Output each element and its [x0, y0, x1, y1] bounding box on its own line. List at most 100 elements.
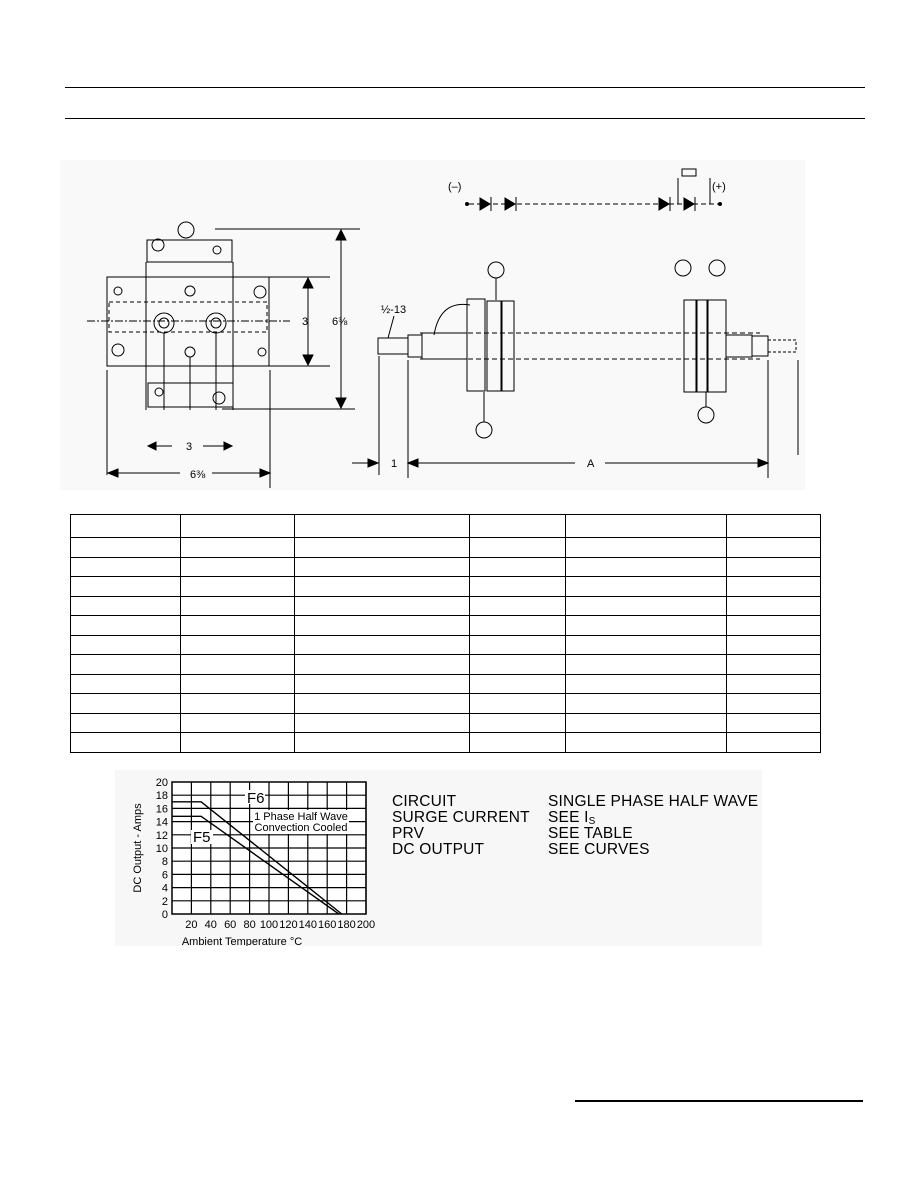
- x-tick-label: 200: [357, 919, 375, 931]
- spec-value: SEE IS: [548, 810, 596, 830]
- table-cell: [293, 537, 471, 558]
- table-cell: [179, 556, 295, 577]
- table-cell: [725, 576, 822, 597]
- y-tick-label: 2: [162, 896, 168, 908]
- header-rule-bottom: [65, 118, 865, 119]
- front-height-outer-dim: 6⅜: [332, 316, 348, 328]
- table-row: [70, 712, 822, 733]
- table-cell: [179, 514, 295, 538]
- table-cell: [565, 576, 727, 597]
- table-cell: [565, 732, 727, 753]
- diode-schematic: (–) (+): [448, 168, 726, 211]
- y-tick-label: 6: [162, 869, 168, 881]
- table-cell: [725, 712, 822, 733]
- table-cell: [725, 595, 822, 616]
- table-cell: [293, 732, 471, 753]
- table-cell: [70, 537, 181, 558]
- table-cell: [469, 514, 567, 538]
- table-cell: [725, 673, 822, 694]
- table-cell: [725, 634, 822, 655]
- table-row: [70, 595, 822, 616]
- length-dim-label: A: [587, 458, 595, 470]
- front-width-inner-dim: 3: [186, 441, 192, 453]
- table-cell: [469, 712, 567, 733]
- series-label-bg: [245, 790, 265, 804]
- table-cell: [293, 576, 471, 597]
- x-tick-label: 60: [224, 919, 236, 931]
- table-row: [70, 576, 822, 597]
- table-row: [70, 732, 822, 753]
- table-row: [70, 673, 822, 694]
- table-cell: [293, 693, 471, 714]
- y-tick-label: 20: [156, 777, 168, 789]
- spec-value-text: SEE CURVES: [548, 841, 650, 858]
- table-cell: [293, 615, 471, 636]
- spec-label: SURGE CURRENT: [392, 809, 530, 826]
- x-tick-label: 100: [260, 919, 278, 931]
- spec-value: SINGLE PHASE HALF WAVE: [548, 794, 758, 810]
- table-cell: [70, 615, 181, 636]
- y-tick-label: 4: [162, 883, 168, 895]
- table-cell: [293, 712, 471, 733]
- front-width-outer-dim: 6⅜: [190, 469, 206, 481]
- header-rule-top: [65, 87, 865, 88]
- series-line-f5: [172, 815, 340, 915]
- y-tick-label: 14: [156, 817, 168, 829]
- table-row: [70, 654, 822, 675]
- x-tick-label: 180: [337, 919, 355, 931]
- table-cell: [293, 654, 471, 675]
- table-cell: [565, 693, 727, 714]
- series-line-f6: [172, 801, 343, 915]
- x-tick-label: 120: [279, 919, 297, 931]
- table-cell: [565, 556, 727, 577]
- table-row: [70, 556, 822, 577]
- table-cell: [293, 595, 471, 616]
- x-tick-label: 80: [243, 919, 255, 931]
- y-tick-label: 10: [156, 843, 168, 855]
- table-cell: [469, 576, 567, 597]
- table-cell: [70, 634, 181, 655]
- table-cell: [565, 634, 727, 655]
- front-view: 3 6⅜ 3 6⅜: [87, 221, 360, 488]
- table-cell: [70, 673, 181, 694]
- table-row: [70, 693, 822, 714]
- spec-value-subscript: S: [588, 816, 596, 827]
- spec-value-text: SEE I: [548, 809, 589, 826]
- series-label-f5: F5: [193, 829, 211, 846]
- table-cell: [70, 595, 181, 616]
- table-cell: [179, 712, 295, 733]
- table-cell: [293, 673, 471, 694]
- table-cell: [179, 673, 295, 694]
- table-cell: [179, 693, 295, 714]
- table-cell: [469, 732, 567, 753]
- series-label-bg: [191, 830, 213, 844]
- table-cell: [725, 693, 822, 714]
- table-cell: [293, 514, 471, 538]
- table-cell: [179, 576, 295, 597]
- table-cell: [179, 615, 295, 636]
- spec-value: SEE TABLE: [548, 826, 633, 842]
- table-cell: [70, 712, 181, 733]
- x-tick-label: 20: [185, 919, 197, 931]
- y-tick-label: 18: [156, 790, 168, 802]
- table-row: [70, 514, 822, 538]
- table-row: [70, 634, 822, 655]
- annotation-background: [253, 810, 349, 834]
- side-view: ½-13 1 A: [352, 259, 799, 478]
- x-tick-label: 140: [299, 919, 317, 931]
- table-cell: [293, 634, 471, 655]
- spec-value-text: SEE TABLE: [548, 825, 633, 842]
- footer-rule: [575, 1100, 863, 1102]
- x-axis-label: Ambient Temperature °C: [182, 936, 302, 946]
- spec-value-text: SINGLE PHASE HALF WAVE: [548, 793, 759, 810]
- table-cell: [179, 595, 295, 616]
- thread-size-label: ½-13: [381, 304, 406, 316]
- negative-terminal-label: (–): [448, 181, 461, 193]
- table-cell: [565, 615, 727, 636]
- x-tick-label: 160: [318, 919, 336, 931]
- table-cell: [70, 732, 181, 753]
- offset-dim-label: 1: [391, 458, 397, 470]
- table-cell: [725, 654, 822, 675]
